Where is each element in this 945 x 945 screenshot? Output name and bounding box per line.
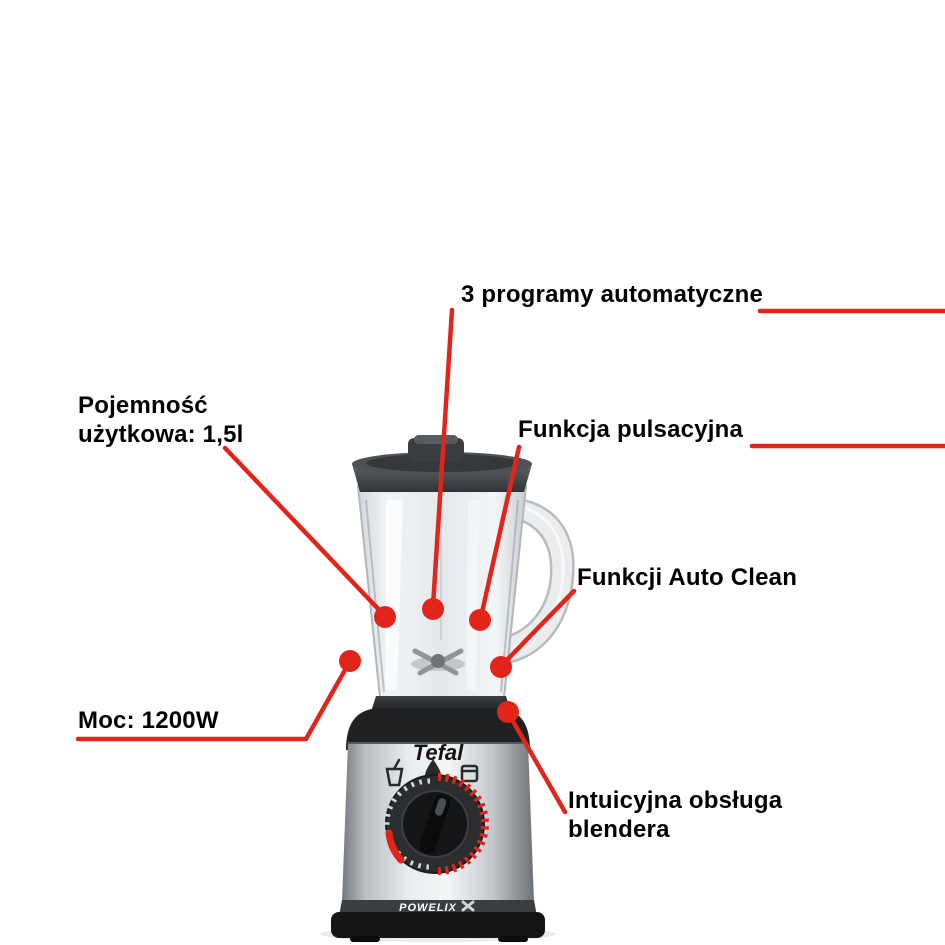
callout-label-capacity: Pojemność użytkowa: 1,5l	[78, 392, 244, 450]
powelix-badge-text: POWELIX	[399, 902, 457, 914]
callout-dot-autoclean	[490, 656, 512, 678]
callout-label-autoclean: Funkcji Auto Clean	[577, 564, 798, 591]
callout-label-intuitive-line1: Intuicyjna obsługa	[568, 787, 783, 814]
callout-line-power	[75, 660, 352, 742]
dial-white-ticks	[384, 778, 431, 870]
callout-line-capacity	[222, 445, 386, 617]
dial-pulse-arc	[385, 829, 405, 864]
callout-label-programs: 3 programy automatyczne	[461, 281, 764, 308]
callout-dots	[339, 598, 519, 723]
callout-label-capacity-line2: użytkowa: 1,5l	[78, 420, 244, 448]
base-body: Tefal	[342, 740, 534, 902]
callout-label-pulse: Funkcja pulsacyjna	[518, 416, 744, 443]
callout-line-pulse	[478, 444, 522, 620]
jar-highlight-right	[466, 500, 480, 690]
callout-dot-power	[339, 650, 361, 672]
callout-line-autoclean	[500, 588, 577, 667]
base-shoulder	[346, 708, 530, 750]
callout-label-intuitive: Intuicyjna obsługa blendera	[568, 787, 782, 845]
callout-dot-capacity	[374, 606, 396, 628]
smoothie-icon	[385, 758, 404, 787]
callout-dot-programs	[422, 598, 444, 620]
callout-label-intuitive-line2: blendera	[568, 815, 670, 843]
blade-assembly	[411, 648, 465, 676]
powelix-badge: POWELIX	[399, 900, 475, 914]
callout-label-capacity-line1: Pojemność	[78, 392, 208, 419]
jar-highlight-left	[385, 500, 403, 690]
base-plinth: POWELIX	[331, 900, 545, 942]
control-dial	[384, 773, 489, 875]
callout-label-power: Moc: 1200W	[78, 707, 219, 734]
callout-line-programs	[430, 307, 455, 609]
powelix-x-icon	[461, 900, 475, 912]
callout-dot-pulse	[469, 609, 491, 631]
jar-handle	[501, 496, 575, 664]
brand-logo: Tefal	[413, 740, 464, 765]
blender: Tefal	[331, 435, 575, 942]
ice-crush-icon	[460, 764, 479, 783]
callout-lines	[75, 307, 945, 815]
callout-line-intuitive	[507, 713, 568, 815]
callout-dot-intuitive	[497, 701, 519, 723]
